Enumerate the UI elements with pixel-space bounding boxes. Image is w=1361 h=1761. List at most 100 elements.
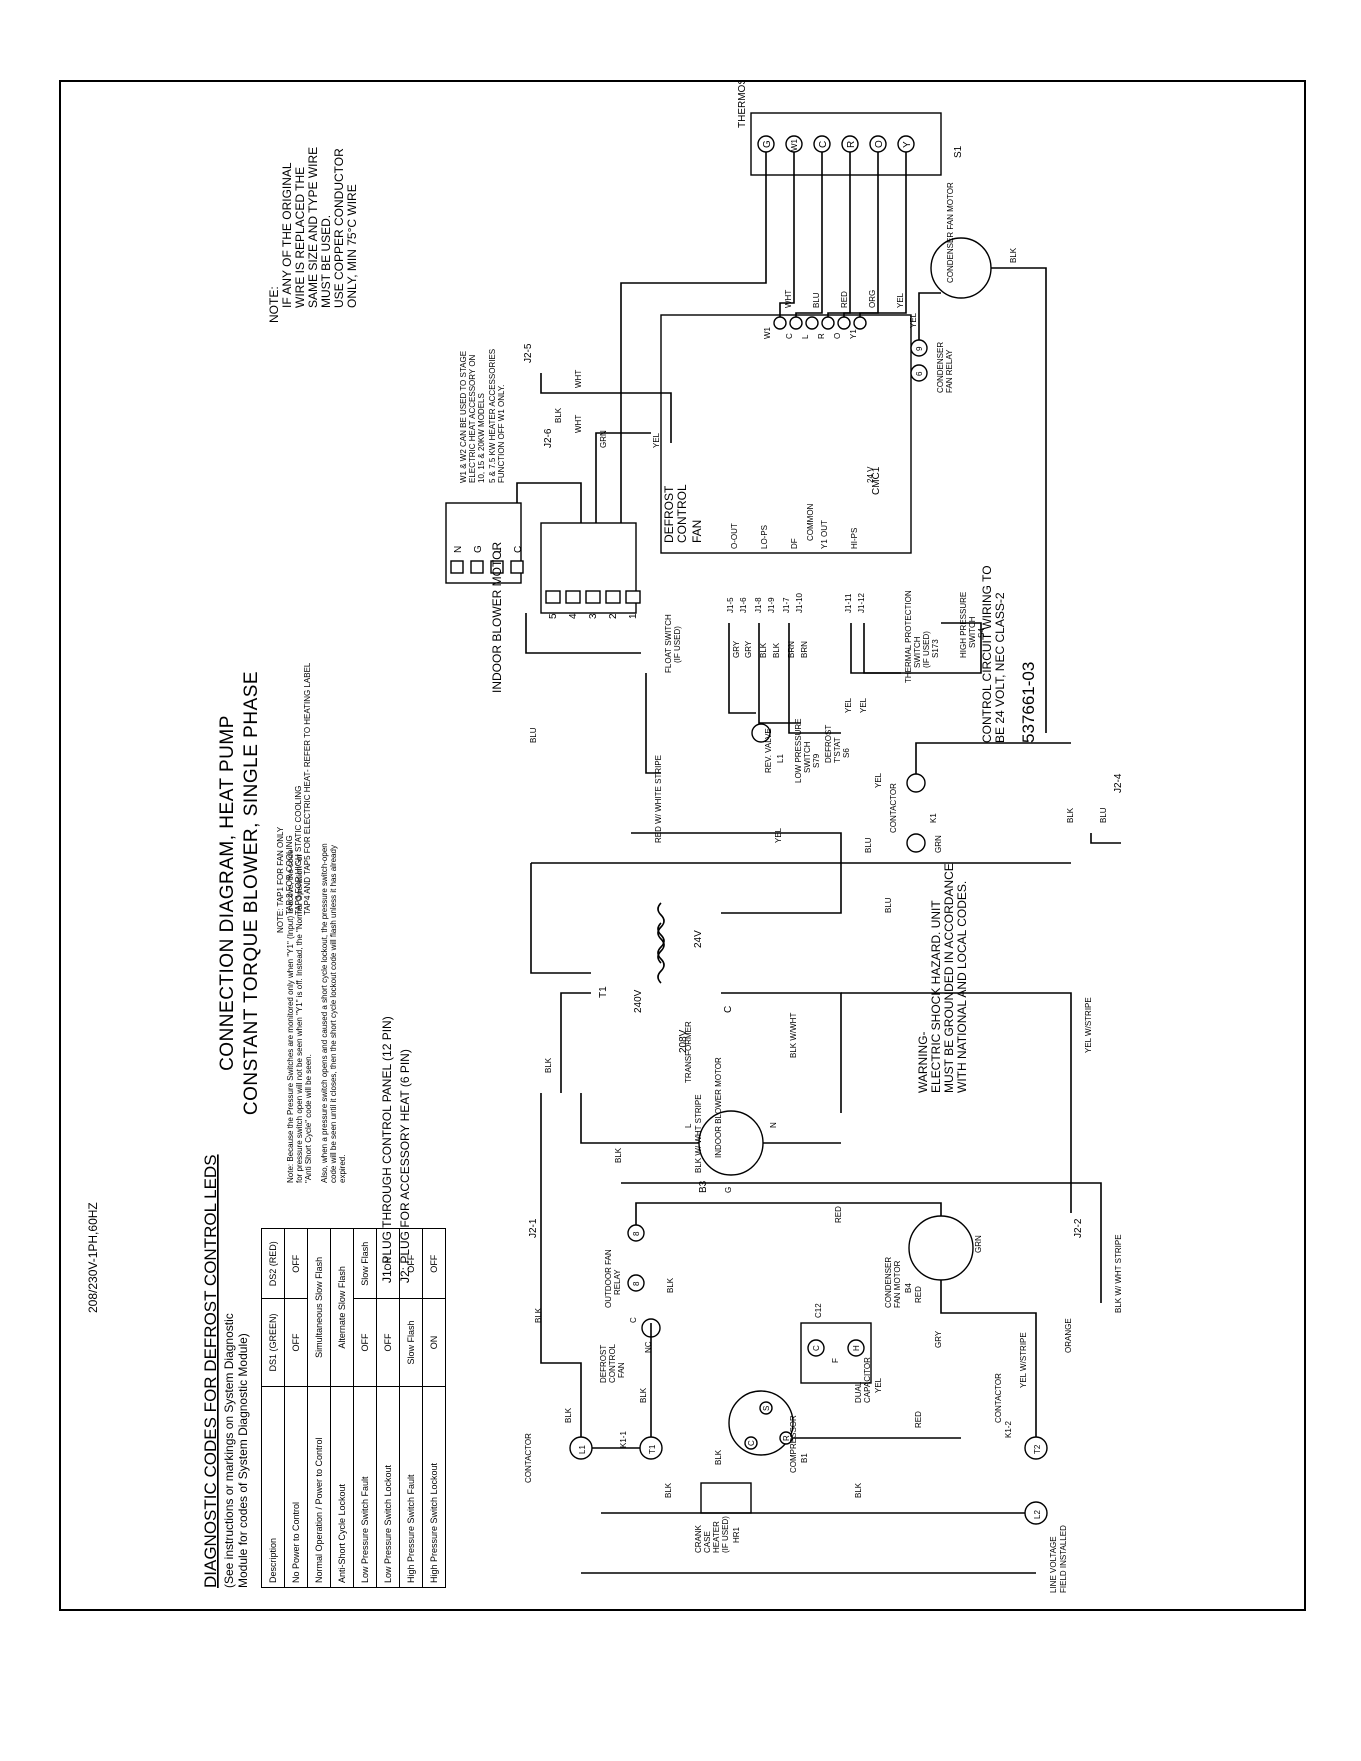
svg-text:J1-10: J1-10 [795, 592, 804, 613]
wire-relay-motor [918, 292, 941, 340]
rotated-drawing: CONNECTION DIAGRAM, HEAT PUMP CONSTANT T… [61, 61, 1308, 1613]
svg-text:K1: K1 [929, 813, 938, 823]
svg-text:CONTACTOR: CONTACTOR [994, 1373, 1003, 1423]
svg-text:C: C [723, 1006, 734, 1013]
svg-text:GRN: GRN [934, 835, 943, 853]
svg-text:RED W/ WHITE STRIPE: RED W/ WHITE STRIPE [654, 755, 663, 843]
svg-text:expired.: expired. [338, 1155, 347, 1183]
svg-text:INDOOR BLOWER MOTOR: INDOOR BLOWER MOTOR [490, 542, 504, 693]
indoor-motor-taps: 5 4 3 2 1 [540, 522, 641, 619]
svg-text:code will be seen until it clo: code will be seen until it closes, then … [329, 845, 338, 1183]
svg-text:G: G [762, 140, 773, 148]
svg-text:COMMON: COMMON [806, 503, 815, 541]
svg-text:BLU: BLU [884, 897, 893, 913]
row-ds2: Slow Flash [353, 1228, 377, 1299]
svg-text:L: L [493, 547, 504, 553]
svg-text:FAN: FAN [690, 520, 704, 543]
svg-text:1: 1 [628, 613, 639, 619]
cmc1-board: DEFROST CONTROL FAN CMC1 24 V [660, 314, 912, 554]
svg-text:GRN: GRN [599, 430, 608, 448]
svg-text:Y1 OUT: Y1 OUT [820, 520, 829, 549]
svg-text:J1-5: J1-5 [726, 597, 735, 613]
svg-text:K1-1: K1-1 [619, 1431, 628, 1448]
svg-text:J1-8: J1-8 [754, 597, 763, 613]
row-ds2: OFF [399, 1228, 423, 1299]
part-number: 537661-03 [1019, 662, 1038, 743]
plug-j1-note: J1: PLUG THROUGH CONTROL PANEL (12 PIN) [380, 1016, 394, 1283]
wire-l1-blk [546, 1362, 582, 1437]
svg-text:C: C [747, 1440, 756, 1446]
svg-text:(IF USED): (IF USED) [922, 631, 931, 668]
indoor-blower-motor-b3: INDOOR BLOWER MOTOR B3 L N G [684, 1057, 778, 1193]
wire-gry-1 [728, 623, 756, 714]
row-ds2: OFF [284, 1228, 308, 1299]
svg-text:NOTE:: NOTE: [267, 286, 281, 323]
compressor-b1: S R C COMPRESSOR B1 [728, 1390, 809, 1473]
svg-text:RED: RED [834, 1206, 843, 1223]
svg-text:WITH NATIONAL AND LOCAL CODES.: WITH NATIONAL AND LOCAL CODES. [955, 881, 969, 1093]
cmc1-pins: O-OUT LO-PS DF Y1 OUT HI-PS COMMON [730, 503, 859, 549]
wire-float-blu [525, 613, 641, 654]
wire-b4-red2 [940, 1280, 1001, 1314]
svg-text:C: C [818, 141, 829, 148]
svg-text:BLK: BLK [554, 407, 563, 423]
svg-text:J2-2: J2-2 [1073, 1218, 1084, 1238]
svg-text:S79: S79 [812, 753, 821, 768]
svg-text:BLK: BLK [714, 1449, 723, 1465]
svg-text:YEL: YEL [652, 432, 661, 448]
svg-text:Also, when a pressure switch o: Also, when a pressure switch opens and c… [320, 843, 329, 1183]
diagnostic-codes-table: Description DS1 (GREEN) DS2 (RED) No Pow… [261, 1228, 446, 1588]
note-block: NOTE: IF ANY OF THE ORIGINAL WIRE IS REP… [267, 147, 359, 323]
svg-text:F: F [831, 1358, 840, 1363]
svg-text:WHT: WHT [784, 290, 793, 308]
svg-text:BLK: BLK [639, 1387, 648, 1403]
row-ds1: Simultaneous Slow Flash [307, 1228, 331, 1387]
svg-text:YEL: YEL [874, 772, 883, 788]
svg-text:DEFROST: DEFROST [662, 485, 676, 543]
svg-text:BLK W/WHT: BLK W/WHT [789, 1013, 798, 1058]
wire-j2-1-blk [540, 1093, 546, 1364]
svg-text:REV. VALVE: REV. VALVE [764, 728, 773, 773]
svg-text:5 & 7.5 KW HEATER ACCESSORIES: 5 & 7.5 KW HEATER ACCESSORIES [488, 349, 497, 483]
svg-text:CONTROL CIRCUIT WIRING TO: CONTROL CIRCUIT WIRING TO [980, 565, 994, 743]
diagram-sheet: CONNECTION DIAGRAM, HEAT PUMP CONSTANT T… [59, 61, 1308, 1613]
svg-text:BLK: BLK [854, 1482, 863, 1498]
svg-text:DF: DF [790, 538, 799, 549]
svg-text:HEATER: HEATER [712, 1521, 721, 1553]
row-desc: Normal Operation / Power to Control [307, 1386, 331, 1588]
row-ds1: OFF [353, 1298, 377, 1387]
svg-text:B1: B1 [800, 1453, 809, 1463]
svg-text:HI-PS: HI-PS [850, 528, 859, 549]
svg-text:RED: RED [840, 291, 849, 308]
svg-text:BLU: BLU [529, 727, 538, 743]
wiring-diagram: CONNECTION DIAGRAM, HEAT PUMP CONSTANT T… [86, 61, 1124, 1593]
svg-text:MUST BE GROUNDED IN ACCORDANCE: MUST BE GROUNDED IN ACCORDANCE [942, 863, 956, 1093]
svg-text:T'STAT: T'STAT [833, 737, 842, 763]
svg-text:J1-11: J1-11 [844, 593, 853, 613]
svg-text:H: H [852, 1345, 861, 1351]
svg-text:10, 15 & 20KW MODELS: 10, 15 & 20KW MODELS [477, 393, 486, 483]
svg-text:THERMAL PROTECTION: THERMAL PROTECTION [904, 590, 913, 683]
rev-valve: REV. VALVE L1 [751, 723, 785, 773]
w1w2-note: W1 & W2 CAN BE USED TO STAGE ELECTRIC HE… [459, 349, 506, 483]
diag-title: DIAGNOSTIC CODES FOR DEFROST CONTROL LED… [201, 1154, 220, 1588]
crank-case-heater: CRANK CASE HEATER (IF USED) HR1 [694, 1482, 752, 1553]
svg-text:24 V: 24 V [866, 466, 875, 483]
svg-text:SWITCH: SWITCH [913, 636, 922, 668]
svg-text:BLK: BLK [664, 1482, 673, 1498]
svg-text:IF ANY OF THE ORIGINAL: IF ANY OF THE ORIGINAL [280, 162, 294, 308]
svg-text:GRY: GRY [732, 640, 741, 658]
svg-text:C: C [513, 546, 524, 553]
outdoor-fan-relay: 8 8 OUTDOOR FAN RELAY [604, 1224, 645, 1308]
pressure-notes: Note: Because the Pressure Switches are … [286, 843, 347, 1183]
svg-text:Y1: Y1 [849, 329, 858, 339]
svg-text:T1: T1 [648, 1444, 657, 1454]
wire-g-grn [620, 152, 767, 613]
svg-text:N: N [769, 1122, 778, 1128]
svg-text:THERMOSTAT: THERMOSTAT [737, 82, 748, 128]
svg-text:BLK W/ WHT STRIPE: BLK W/ WHT STRIPE [694, 1094, 703, 1173]
